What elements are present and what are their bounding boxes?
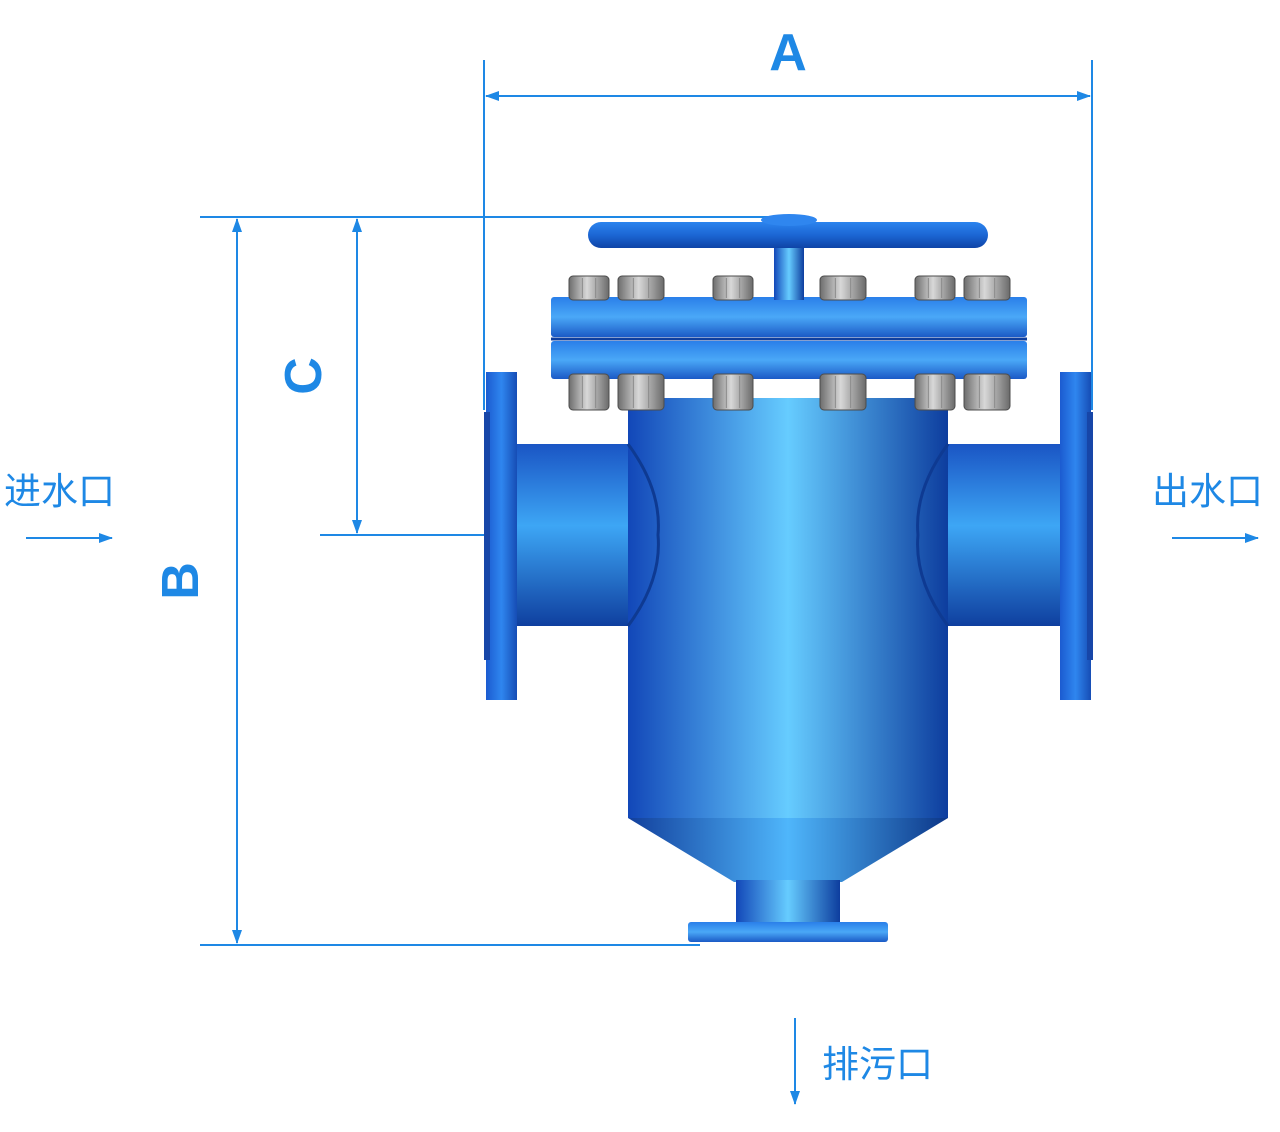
drain-neck — [736, 880, 840, 926]
drain-flange — [688, 922, 888, 942]
outlet-label: 出水口 — [1152, 470, 1263, 513]
inlet-flange — [486, 372, 517, 700]
handle-bar — [588, 222, 988, 248]
cover-flange — [551, 297, 1027, 337]
bolt-nut-top — [914, 275, 956, 301]
handle-hub — [761, 214, 817, 226]
bolt-nut-top — [819, 275, 867, 301]
bolt-nut-top — [617, 275, 665, 301]
bolt-nut-top — [568, 275, 610, 301]
outlet-flange — [1060, 372, 1091, 700]
outlet-flange-face — [1087, 412, 1093, 660]
outlet-intersection-curve — [916, 443, 950, 627]
inlet-intersection-curve — [626, 443, 660, 627]
bolt-nut-bottom — [568, 373, 610, 411]
inlet-flange-face — [484, 412, 490, 660]
bolt-nut-bottom — [819, 373, 867, 411]
bolt-nut-bottom — [712, 373, 754, 411]
bolt-nut-top — [963, 275, 1011, 301]
inlet-label: 进水口 — [4, 470, 115, 513]
bolt-nut-top — [712, 275, 754, 301]
housing-cone — [628, 818, 948, 882]
flange-bolts — [568, 275, 1011, 411]
dimension-lines — [26, 60, 1259, 1105]
drain-label: 排污口 — [822, 1043, 933, 1086]
handle-stem — [774, 238, 804, 300]
lifting-handle — [588, 214, 988, 300]
bolt-nut-bottom — [963, 373, 1011, 411]
body-flange — [551, 341, 1027, 379]
strainer-housing — [628, 398, 948, 818]
strainer-body — [484, 297, 1093, 942]
dimension-c-label: C — [275, 357, 333, 395]
bolt-nut-bottom — [914, 373, 956, 411]
dimension-a-label: A — [769, 24, 807, 82]
bolt-nut-bottom — [617, 373, 665, 411]
dimension-b-label: B — [152, 562, 210, 600]
